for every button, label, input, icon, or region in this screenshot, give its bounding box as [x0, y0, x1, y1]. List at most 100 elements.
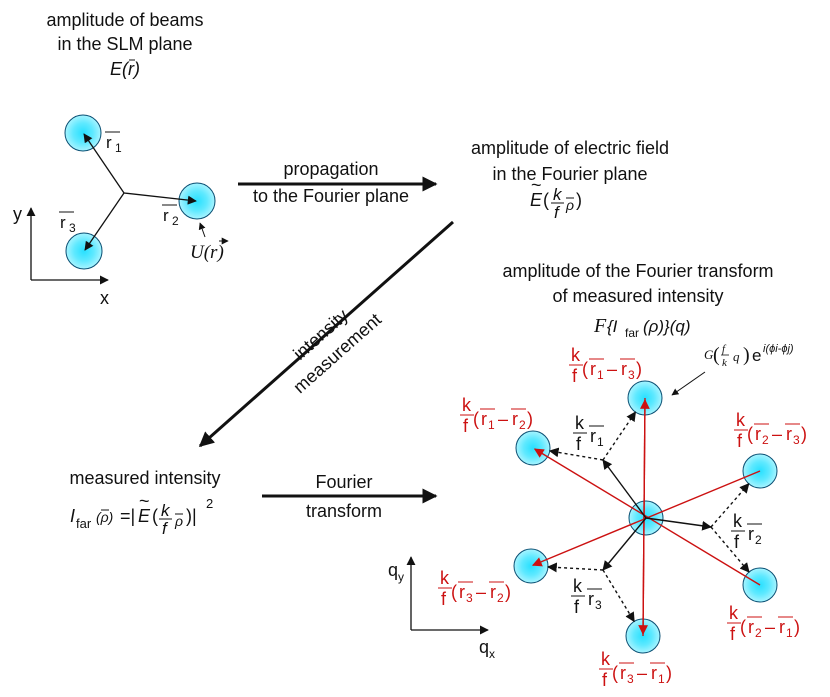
fourier-plane-rho: ρ: [565, 197, 574, 213]
beam-1: [64, 114, 102, 152]
svg-text:f: f: [734, 532, 740, 552]
measured-E: E: [138, 506, 151, 526]
red-label-r1-r2: k f ( r 1 – r 2 ): [460, 395, 533, 436]
svg-text:–: –: [772, 424, 782, 444]
svg-text:k: k: [601, 649, 611, 669]
ft-black-vectors: [546, 411, 750, 623]
axis-x-label: x: [100, 288, 109, 308]
red-label-r3-r2: k f ( r 3 – r 2 ): [438, 568, 511, 609]
svg-text:f: f: [463, 416, 469, 436]
axis-y-label: y: [13, 204, 22, 224]
svg-text:k: k: [733, 511, 743, 531]
vector-r1: [83, 133, 125, 194]
svg-text:): ): [505, 582, 511, 602]
measured-sup: 2: [206, 496, 213, 511]
svg-text:r: r: [512, 409, 518, 429]
ft-red-vectors: [531, 397, 761, 637]
ft-beam-b32: [513, 548, 549, 584]
svg-text:f: f: [576, 434, 582, 454]
svg-text:k: k: [573, 576, 583, 596]
dashed-r2-b23: [710, 483, 750, 528]
svg-text:(: (: [740, 617, 746, 637]
axis-qy-label: q: [388, 560, 398, 580]
axis-qx-sub: x: [489, 647, 495, 661]
red-label-r2-r1: k f ( r 2 – r 1 ): [727, 603, 800, 644]
g-close: ): [743, 344, 750, 366]
measured-I: I: [70, 506, 75, 526]
measured-title: measured intensity: [69, 468, 220, 488]
fourier-line2: transform: [306, 501, 382, 521]
svg-text:k: k: [736, 410, 746, 430]
label-r3-sub: 3: [69, 221, 76, 235]
axis-qx-label: q: [479, 637, 489, 657]
svg-text:): ): [636, 359, 642, 379]
beam-3: [65, 232, 103, 270]
measured-close: )|: [186, 506, 197, 526]
measured-sub: far: [76, 516, 92, 531]
fourier-plane-close: ): [576, 190, 582, 210]
intensity-arrow: [198, 220, 454, 448]
black-vector-r2: [645, 517, 712, 531]
g-q: q: [733, 349, 740, 364]
svg-text:r: r: [748, 617, 754, 637]
svg-text:–: –: [765, 617, 775, 637]
svg-text:2: 2: [762, 433, 769, 447]
svg-text:(: (: [451, 582, 457, 602]
svg-text:f: f: [572, 366, 578, 386]
label-r2-sub: 2: [172, 214, 179, 228]
measured-rho-paren: (ρ): [96, 509, 113, 525]
measured-intensity-panel: measured intensity I far (ρ) =| E ~ ( k …: [69, 468, 220, 538]
measured-f: f: [162, 519, 169, 538]
slm-title-line1: amplitude of beams: [46, 10, 203, 30]
svg-text:2: 2: [497, 591, 504, 605]
propagation-line2: to the Fourier plane: [253, 186, 409, 206]
svg-text:3: 3: [595, 598, 602, 612]
fourier-plane-k: k: [553, 185, 563, 204]
svg-text:–: –: [637, 663, 647, 683]
svg-text:k: k: [440, 568, 450, 588]
propagation-line1: propagation: [283, 159, 378, 179]
svg-text:k: k: [575, 413, 585, 433]
dashed-r3-b32: [546, 562, 604, 573]
axis-qy-sub: y: [398, 570, 404, 584]
label-r3: r: [60, 213, 66, 232]
svg-text:(: (: [473, 409, 479, 429]
svg-text:(: (: [582, 359, 588, 379]
g-symbol: G: [704, 347, 714, 362]
svg-text:r: r: [590, 426, 596, 446]
svg-text:r: r: [481, 409, 487, 429]
svg-text:k: k: [729, 603, 739, 623]
svg-text:1: 1: [597, 368, 604, 382]
svg-text:r: r: [755, 424, 761, 444]
ft-formula-end: (ρ)}(q): [643, 317, 691, 336]
svg-text:f: f: [441, 589, 447, 609]
svg-text:r: r: [786, 424, 792, 444]
black-label-r3: k f r 3: [571, 576, 602, 617]
vector-r3: [84, 192, 125, 251]
label-r1: r: [106, 133, 112, 152]
fourier-plane-E: E: [530, 190, 543, 210]
measured-open: (: [152, 506, 158, 526]
svg-text:f: f: [730, 624, 736, 644]
ft-formula-rest: {I: [607, 317, 618, 336]
dashed-r3-b31: [602, 569, 635, 623]
svg-text:): ): [527, 409, 533, 429]
slm-title-line2: in the SLM plane: [57, 34, 192, 54]
svg-text:): ): [666, 663, 672, 683]
fourier-plane-f: f: [554, 203, 561, 222]
svg-text:1: 1: [786, 626, 793, 640]
svg-text:–: –: [476, 582, 486, 602]
g-k: k: [722, 357, 728, 369]
svg-text:r: r: [748, 524, 754, 544]
measured-rho: ρ: [174, 513, 183, 529]
measured-k: k: [161, 501, 171, 520]
slm-title-math: E(r): [110, 59, 140, 79]
black-vector-r1: [602, 459, 647, 519]
g-open: (: [713, 344, 720, 366]
fourier-line1: Fourier: [315, 472, 372, 492]
red-label-r2-r3: k f ( r 2 – r 3 ): [734, 410, 807, 451]
svg-text:): ): [794, 617, 800, 637]
svg-text:3: 3: [466, 591, 473, 605]
fourier-plane-panel: amplitude of electric field in the Fouri…: [471, 138, 669, 222]
